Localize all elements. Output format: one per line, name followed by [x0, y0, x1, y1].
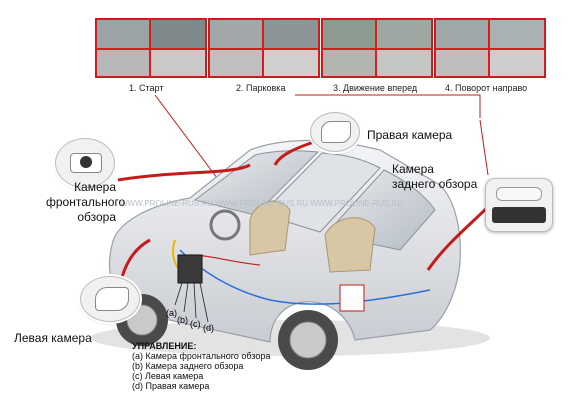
front-camera-arrow: [117, 163, 251, 182]
marker-b: (b): [177, 315, 188, 325]
left-camera-label: Левая камера: [14, 331, 92, 345]
steering-wheel: [209, 209, 241, 241]
front-seat: [249, 200, 291, 256]
legend-title: УПРАВЛЕНИЕ:: [132, 341, 197, 351]
control-legend: УПРАВЛЕНИЕ: (a) Камера фронтального обзо…: [132, 341, 270, 391]
mode-parking-caption: 2. Парковка: [236, 83, 286, 93]
rear-seat: [324, 217, 376, 273]
legend-item: (c) Левая камера: [132, 371, 204, 381]
left-camera-bubble: [80, 276, 140, 322]
right-camera-label: Правая камера: [367, 128, 453, 142]
marker-leader: [174, 282, 183, 306]
right-camera-bubble: [310, 112, 360, 152]
mode-start-thumbnail: [95, 18, 207, 78]
mode-forward-thumbnail: [321, 18, 433, 78]
front-camera-bubble: [55, 138, 115, 188]
legend-item: (a) Камера фронтального обзора: [132, 351, 271, 361]
marker-leader: [183, 282, 189, 313]
connector-line: [295, 94, 481, 118]
side-window-front: [261, 152, 381, 233]
rear-wheel-rim: [289, 321, 327, 359]
mode-parking-thumbnail: [208, 18, 320, 78]
control-unit: [177, 254, 203, 284]
legend-item: (b) Камера заднего обзора: [132, 361, 244, 371]
wiring-blue: [179, 249, 431, 305]
connector-line: [479, 119, 489, 176]
mode-right-turn-thumbnail: [434, 18, 546, 78]
mode-start-caption: 1. Старт: [129, 83, 164, 93]
watermark: WWW.PROLINE-RUS.RU WWW.PROLINE-RUS.RU WW…: [120, 199, 403, 208]
rear-module: [339, 284, 365, 312]
marker-d: (d): [203, 323, 214, 333]
marker-c: (c): [190, 319, 201, 329]
mode-right-turn-caption: 4. Поворот направо: [445, 83, 528, 93]
marker-leader: [199, 282, 209, 323]
rear-camera-label: Камера заднего обзора: [392, 162, 478, 191]
mode-forward-caption: 3. Движение вперед: [333, 83, 418, 93]
rear-camera-bubble: [485, 178, 553, 232]
legend-item: (d) Правая камера: [132, 381, 210, 391]
marker-leader: [193, 282, 197, 319]
front-camera-label: Камера фронтального обзора: [46, 180, 126, 224]
marker-a: (a): [166, 308, 177, 318]
front-wheel-rim: [126, 304, 158, 336]
